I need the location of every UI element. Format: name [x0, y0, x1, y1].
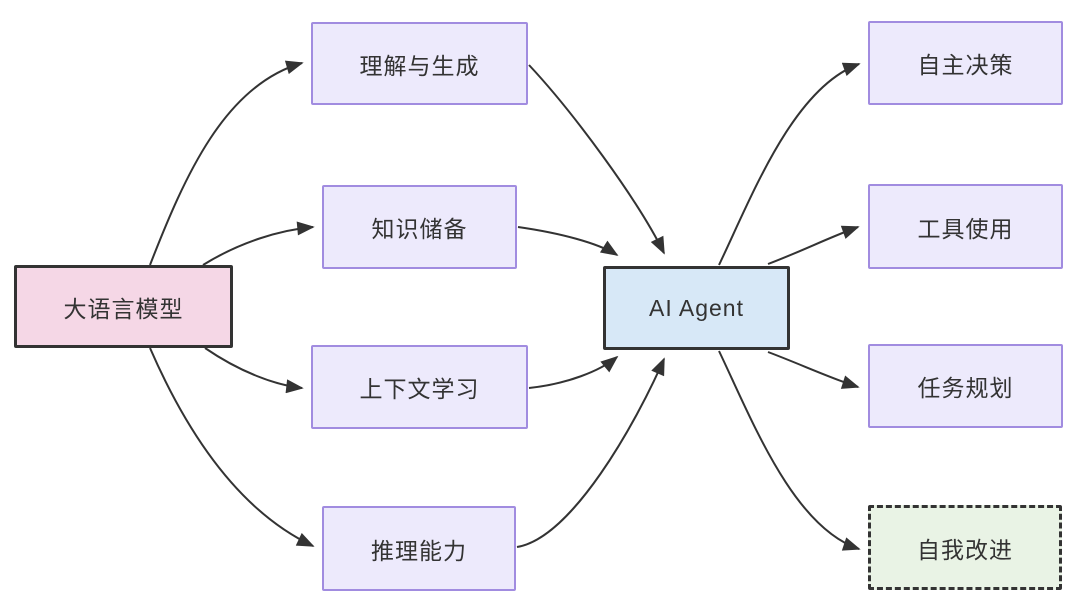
- edge-context-to-agent: [528, 355, 619, 389]
- edge-knowledge-to-agent: [517, 226, 619, 256]
- edge-llm-to-understanding: [149, 60, 304, 266]
- node-context-label: 上下文学习: [359, 376, 480, 402]
- node-planning: 任务规划: [868, 344, 1063, 428]
- node-agent-label: AI Agent: [649, 294, 744, 321]
- node-tools: 工具使用: [868, 184, 1063, 269]
- node-tools-label: 工具使用: [917, 215, 1014, 242]
- node-improvement-label: 自我改进: [917, 536, 1013, 563]
- node-knowledge: 知识储备: [322, 185, 517, 269]
- node-understanding-label: 理解与生成: [359, 52, 480, 79]
- node-improvement: 自我改进: [868, 505, 1062, 590]
- edge-agent-to-improvement: [718, 350, 861, 551]
- node-understanding: 理解与生成: [311, 22, 528, 105]
- edge-reasoning-to-agent: [516, 357, 665, 548]
- edge-llm-to-reasoning: [149, 347, 315, 547]
- node-knowledge-label: 知识储备: [371, 216, 468, 242]
- edge-agent-to-planning: [767, 351, 860, 389]
- node-llm: 大语言模型: [14, 265, 233, 348]
- node-planning-label: 任务规划: [917, 375, 1014, 401]
- node-decision-label: 自主决策: [917, 52, 1014, 78]
- node-reasoning: 推理能力: [322, 506, 516, 591]
- edge-llm-to-context: [204, 347, 304, 394]
- node-decision: 自主决策: [868, 21, 1063, 105]
- edge-understanding-to-agent: [528, 64, 665, 255]
- node-reasoning-label: 推理能力: [371, 537, 467, 564]
- edge-agent-to-decision: [718, 62, 861, 266]
- edge-agent-to-tools: [767, 225, 860, 265]
- node-context: 上下文学习: [311, 345, 528, 429]
- node-llm-label: 大语言模型: [63, 295, 184, 322]
- edge-llm-to-knowledge: [202, 221, 315, 266]
- node-agent: AI Agent: [603, 266, 790, 350]
